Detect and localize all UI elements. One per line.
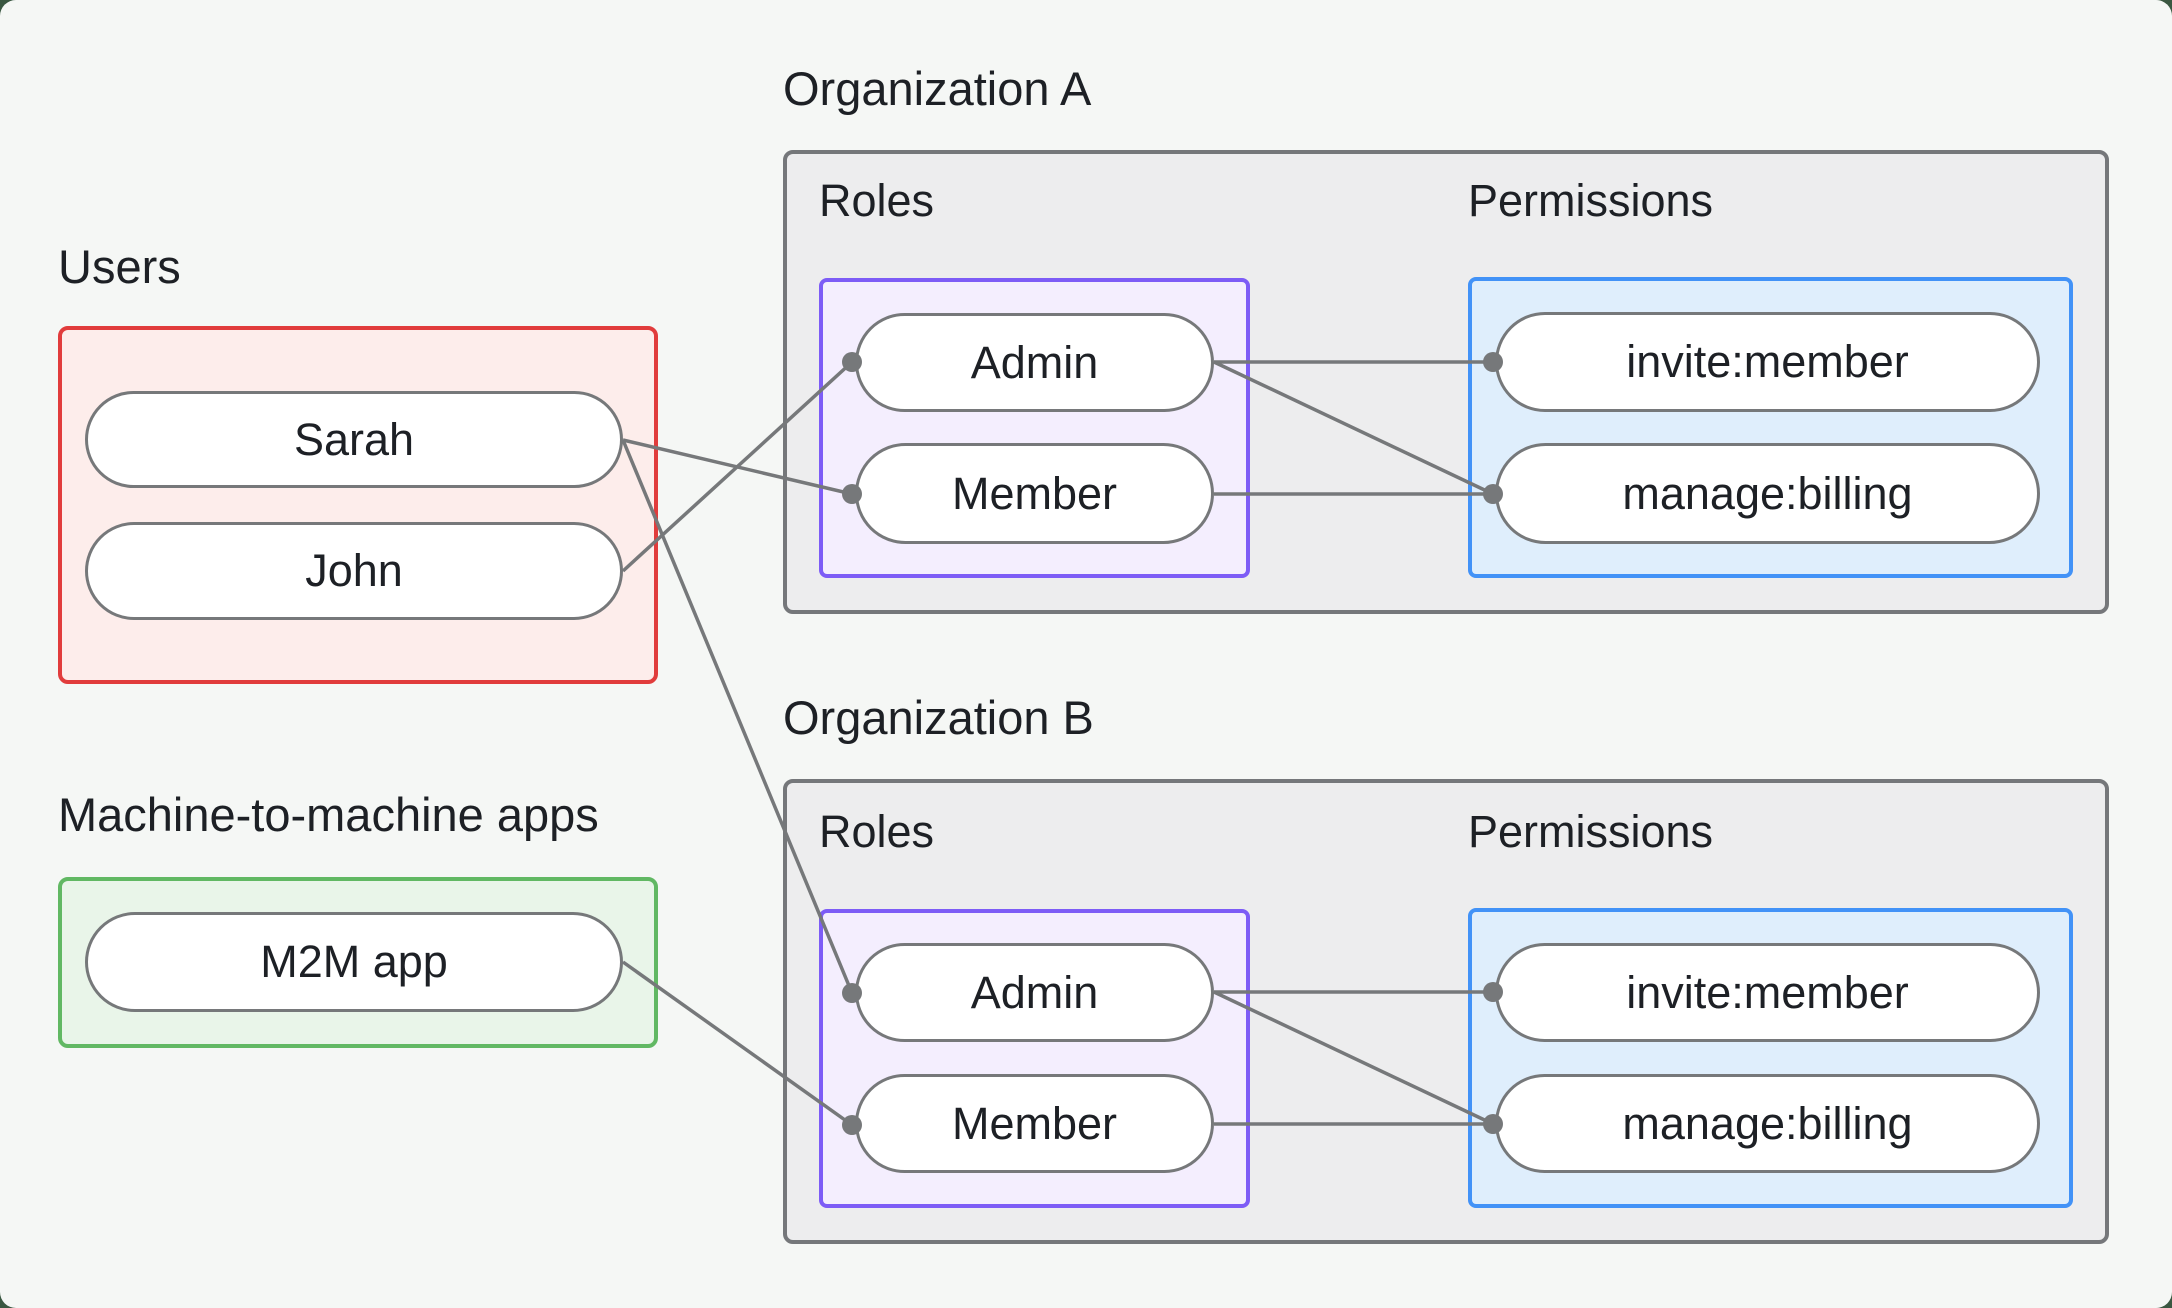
org-a-permission-manage-billing: manage:billing bbox=[1495, 443, 2040, 544]
org-a-permissions-label: Permissions bbox=[1468, 175, 1714, 226]
user-node-sarah: Sarah bbox=[85, 391, 623, 488]
org-b-role-admin: Admin bbox=[855, 943, 1214, 1042]
m2m-app-node: M2M app bbox=[85, 912, 623, 1012]
org-a-permission-invite-member-label: invite:member bbox=[1626, 336, 1909, 387]
org-a-roles-label: Roles bbox=[819, 175, 935, 226]
org-b-permission-manage-billing: manage:billing bbox=[1495, 1074, 2040, 1173]
m2m-section-label: Machine-to-machine apps bbox=[58, 788, 599, 841]
org-a-permission-invite-member: invite:member bbox=[1495, 312, 2040, 412]
org-b-role-member: Member bbox=[855, 1074, 1214, 1173]
org-b-permission-manage-billing-label: manage:billing bbox=[1622, 1097, 1913, 1149]
org-a-title: Organization A bbox=[783, 62, 1092, 115]
org-b-permission-invite-member: invite:member bbox=[1495, 943, 2040, 1042]
org-b-permission-invite-member-label: invite:member bbox=[1626, 966, 1909, 1018]
org-b-permissions-label: Permissions bbox=[1468, 806, 1714, 857]
user-node-john: John bbox=[85, 522, 623, 620]
org-b-roles-label: Roles bbox=[819, 806, 935, 857]
org-b-title: Organization B bbox=[783, 691, 1094, 744]
org-a-permission-manage-billing-label: manage:billing bbox=[1622, 467, 1913, 519]
org-b-role-admin-label: Admin bbox=[970, 966, 1099, 1018]
org-a-role-member: Member bbox=[855, 443, 1214, 544]
org-a-role-admin: Admin bbox=[855, 313, 1214, 412]
org-b-role-member-label: Member bbox=[951, 1097, 1118, 1149]
org-a-role-member-label: Member bbox=[951, 467, 1118, 519]
user-node-sarah-label: Sarah bbox=[293, 413, 415, 465]
users-box bbox=[58, 326, 658, 684]
org-a-role-admin-label: Admin bbox=[970, 336, 1099, 388]
m2m-app-node-label: M2M app bbox=[260, 936, 448, 987]
users-section-label: Users bbox=[58, 240, 181, 293]
user-node-john-label: John bbox=[305, 545, 403, 596]
